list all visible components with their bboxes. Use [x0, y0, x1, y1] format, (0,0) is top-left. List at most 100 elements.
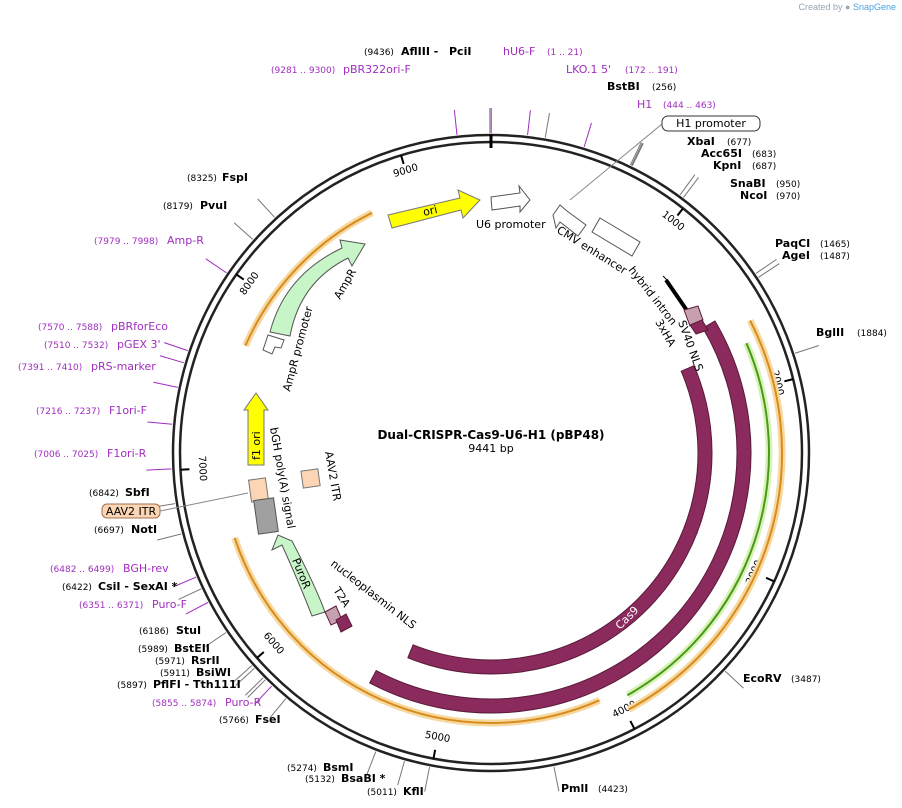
site-name-kfli[interactable]: KflI [403, 785, 424, 798]
site-name-sbfi[interactable]: SbfI [125, 486, 150, 499]
site-name-pflfi[interactable]: PflFI - Tth111I [153, 678, 241, 691]
snapgene-credit: Created by ● SnapGene [798, 2, 896, 12]
primer-name-h1[interactable]: H1 [637, 98, 652, 111]
primer-name-prsmarker[interactable]: pRS-marker [91, 360, 156, 373]
site-leader-970 [683, 177, 699, 198]
site-name-acc65i[interactable]: Acc65I [701, 147, 742, 160]
site-pos-ecorv: (3487) [791, 675, 821, 685]
site-name-stui[interactable]: StuI [176, 624, 201, 637]
primer-pos-lko1: (172 .. 191) [625, 66, 678, 76]
primer-name-pbrforeco[interactable]: pBRforEco [111, 320, 168, 333]
site-leader-8179 [233, 222, 254, 240]
primer-pos-prsmarker: (7391 .. 7410) [18, 363, 82, 373]
plasmid-length: 9441 bp [468, 442, 513, 455]
site-leader-7570 [163, 342, 188, 352]
site-leader-5132 [397, 760, 405, 786]
site-pos-kfli: (5011) [367, 788, 397, 798]
sv40-nls-box [683, 305, 704, 327]
site-name-csii[interactable]: CsiI - SexAI * [98, 580, 178, 593]
enzyme-labels-left: (8325) FspI (8179) PvuI (6842) SbfI (669… [62, 171, 424, 798]
ampr-promoter-arrow [262, 334, 285, 355]
cmv-enhancer-box [591, 217, 641, 257]
site-name-pmli[interactable]: PmlI [561, 782, 588, 795]
site-pos-sbfi: (6842) [89, 489, 119, 499]
site-name-xbai[interactable]: XbaI [687, 135, 715, 148]
site-leader-8325 [257, 198, 275, 218]
site-name-noti[interactable]: NotI [131, 523, 157, 536]
primer-name-lko1[interactable]: LKO.1 5' [566, 63, 611, 76]
aav2-itr-right-box [300, 468, 321, 489]
site-leader-5274 [366, 751, 377, 776]
primer-name-f1orir[interactable]: F1ori-R [107, 447, 147, 460]
site-pos-bsmi: (5274) [287, 764, 317, 774]
site-pos-xbai: (677) [727, 138, 751, 148]
site-pos-pflfi: (5897) [117, 681, 147, 691]
site-name-agei[interactable]: AgeI [782, 249, 810, 262]
ori-label: ori [422, 203, 439, 219]
primer-pos-hu6f: (1 .. 21) [547, 48, 583, 58]
primer-name-hu6f[interactable]: hU6-F [503, 45, 535, 58]
tick-label-8000: 8000 [238, 270, 262, 297]
site-pos-bstbi: (256) [652, 83, 676, 93]
primer-pos-h1: (444 .. 463) [663, 101, 716, 111]
tick-label-9000: 9000 [392, 162, 420, 180]
primer-pos-f1orir: (7006 .. 7025) [34, 450, 98, 460]
site-leader-5897 [247, 679, 266, 698]
site-name-bsabi[interactable]: BsaBI * [341, 772, 386, 785]
f1-ori-label: f1 ori [250, 431, 263, 460]
site-name-snabi[interactable]: SnaBI [730, 177, 766, 190]
site-leader-677 [629, 142, 642, 166]
site-name-paqci[interactable]: PaqCI [775, 237, 810, 250]
primer-pos-ampr: (7979 .. 7998) [94, 237, 158, 247]
tick-mark-6000 [256, 651, 265, 659]
primer-name-bghrev[interactable]: BGH-rev [123, 562, 169, 575]
primer-name-f1orif[interactable]: F1ori-F [109, 404, 147, 417]
site-name-bstbi[interactable]: BstBI [607, 80, 640, 93]
site-leader-256 [544, 112, 550, 138]
site-name-bglii[interactable]: BglII [816, 326, 844, 339]
site-pos-stui: (6186) [139, 627, 169, 637]
primer-labels: hU6-F (1 .. 21) LKO.1 5' (172 .. 191) H1… [18, 45, 716, 709]
credit-brand: SnapGene [852, 2, 896, 12]
site-leader-9281 [453, 109, 458, 135]
u6-promoter-arrow [490, 184, 531, 214]
site-name-rsrii[interactable]: RsrII [191, 654, 220, 667]
primer-pos-f1orif: (7216 .. 7237) [36, 407, 100, 417]
site-name-pcii[interactable]: PciI [449, 45, 471, 58]
site-leader-5971 [235, 668, 255, 686]
site-leader-950 [679, 174, 696, 196]
primer-name-pbr322ori[interactable]: pBR322ori-F [343, 63, 411, 76]
site-name-afliii[interactable]: AflIII - [401, 45, 438, 58]
site-name-kpni[interactable]: KpnI [713, 159, 741, 172]
site-name-bsiwi[interactable]: BsiWI [196, 666, 231, 679]
primer-name-ampr[interactable]: Amp-R [167, 234, 204, 247]
primer-name-puror[interactable]: Puro-R [225, 696, 262, 709]
ampr-arrow [269, 239, 366, 337]
site-name-ncoi[interactable]: NcoI [740, 189, 767, 202]
primer-name-purof[interactable]: Puro-F [152, 598, 187, 611]
orf-right-green [626, 342, 770, 697]
tick-mark-5000 [432, 749, 437, 759]
tick-label-5000: 5000 [424, 730, 451, 746]
tick-mark-3000 [765, 576, 775, 583]
site-name-bsteii[interactable]: BstEII [174, 642, 210, 655]
site-name-fspi[interactable]: FspI [222, 171, 248, 184]
site-pos-pmli: (4423) [598, 785, 628, 795]
site-name-bsmi[interactable]: BsmI [323, 761, 354, 774]
aav2-itr-leader [159, 492, 249, 512]
site-leader-1487 [758, 263, 780, 278]
site-leader-7510 [159, 355, 185, 364]
site-name-ecorv[interactable]: EcoRV [743, 672, 782, 685]
site-leader-444 [583, 122, 592, 148]
site-leader-6351 [185, 601, 209, 615]
site-name-pvui[interactable]: PvuI [200, 199, 227, 212]
aav2-itr-tag-label: AAV2 ITR [106, 505, 157, 518]
site-pos-agei: (1487) [820, 252, 850, 262]
h1-promoter-box [661, 115, 761, 132]
primer-name-pgex3[interactable]: pGEX 3' [117, 338, 161, 351]
hybrid-intron-end [662, 275, 671, 284]
site-name-fsei[interactable]: FseI [255, 713, 281, 726]
aav2-itr-label: AAV2 ITR [322, 450, 344, 502]
site-leader-7391 [153, 381, 178, 388]
